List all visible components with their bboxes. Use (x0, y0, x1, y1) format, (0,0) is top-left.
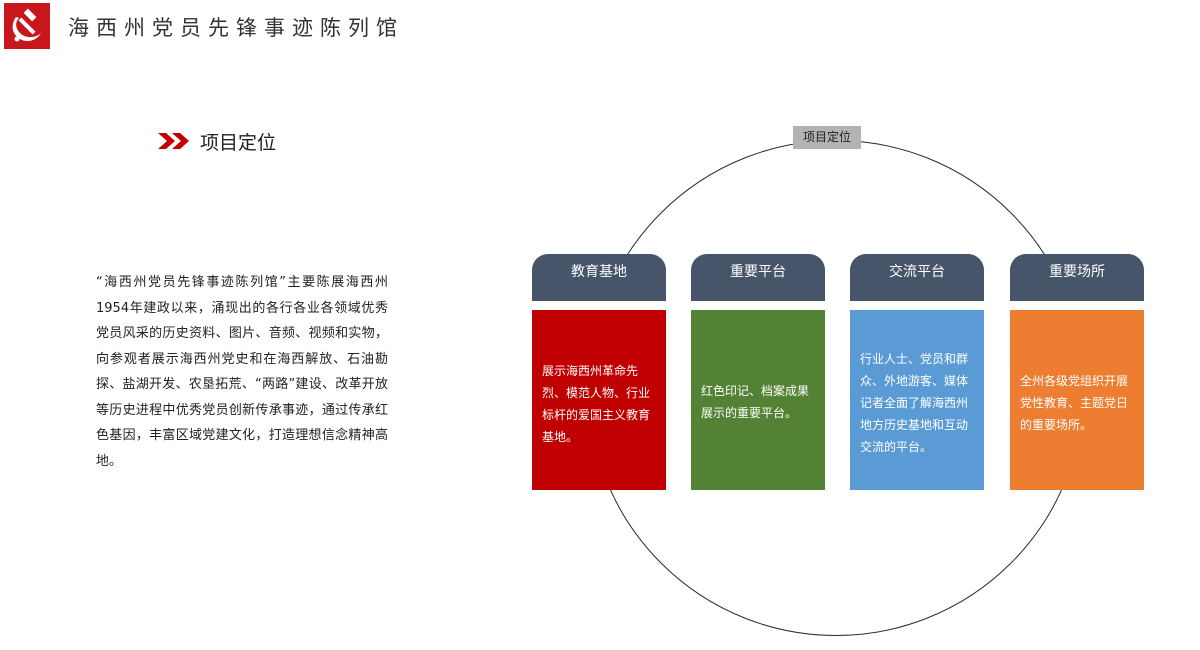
card-education-base: 教育基地 展示海西州革命先烈、模范人物、行业标杆的爱国主义教育基地。 (532, 254, 666, 490)
card-title: 教育基地 (532, 254, 666, 301)
card-title: 交流平台 (850, 254, 984, 301)
card-title: 重要场所 (1010, 254, 1144, 301)
double-chevron-right-icon (158, 133, 189, 149)
card-text: 全州各级党组织开展党性教育、主题党日的重要场所。 (1010, 310, 1144, 490)
project-description: “海西州党员先锋事迹陈列馆”主要陈展海西州1954年建政以来，涌现出的各行各业各… (96, 275, 388, 469)
card-important-platform: 重要平台 红色印记、档案成果展示的重要平台。 (691, 254, 825, 490)
site-title: 海西州党员先锋事迹陈列馆 (68, 16, 404, 40)
hammer-sickle-icon (4, 3, 50, 49)
section-heading: 项目定位 (158, 128, 276, 154)
card-text: 红色印记、档案成果展示的重要平台。 (691, 310, 825, 490)
circle-label: 项目定位 (793, 126, 861, 149)
card-title: 重要平台 (691, 254, 825, 301)
section-heading-label: 项目定位 (200, 131, 277, 154)
card-text: 行业人士、党员和群众、外地游客、媒体记者全面了解海西州地方历史基地和互动交流的平… (850, 310, 984, 490)
card-important-venue: 重要场所 全州各级党组织开展党性教育、主题党日的重要场所。 (1010, 254, 1144, 490)
card-exchange-platform: 交流平台 行业人士、党员和群众、外地游客、媒体记者全面了解海西州地方历史基地和互… (850, 254, 984, 490)
party-logo (4, 3, 50, 49)
card-text: 展示海西州革命先烈、模范人物、行业标杆的爱国主义教育基地。 (532, 310, 666, 490)
